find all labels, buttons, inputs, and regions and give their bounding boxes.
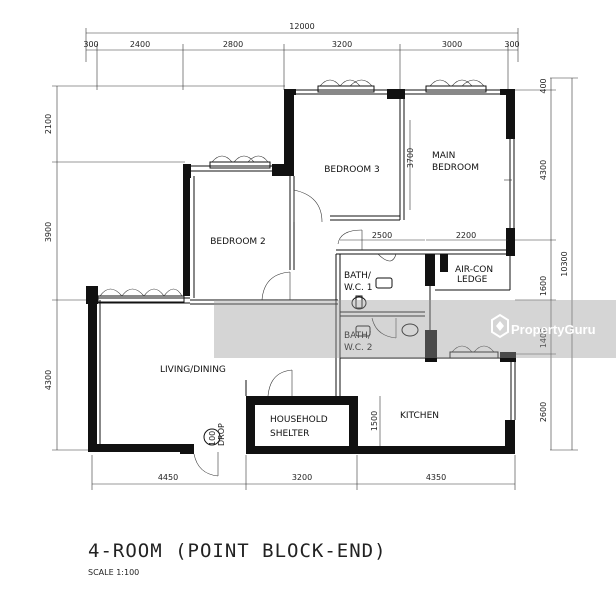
inner-dimensions: 3700 2500 2200 1500 [340,120,508,446]
label-bath1-line1: BATH/ [344,271,372,281]
label-main-bedroom-line1: MAIN [432,151,455,161]
label-bath1-line2: W.C. 1 [344,283,372,293]
label-refuse-line1: 100 [208,431,217,446]
dim-inner-3700: 3700 [406,148,415,168]
dim-bottom-2: 3200 [292,473,312,482]
right-dimensions: 10300 400 4300 1600 1400 2600 [515,77,578,451]
label-aircon-line1: AIR-CON [455,265,493,275]
watermark: PropertyGuru [214,300,616,358]
dim-right-5: 2600 [539,402,548,422]
watermark-text: PropertyGuru [511,322,596,337]
dim-inner-2500: 2500 [372,231,392,240]
label-bath2-line1: BATH/ [344,331,372,341]
dim-top-6: 300 [504,40,519,49]
dim-right-1: 400 [539,78,548,93]
dim-top-4: 3200 [332,40,352,49]
dim-top-5: 3000 [442,40,462,49]
doors [193,189,397,477]
dim-inner-2200: 2200 [456,231,476,240]
top-dimensions: 12000 300 2400 2800 3200 3000 300 [83,22,520,90]
dim-bottom-1: 4450 [158,473,178,482]
dim-left-1: 2100 [44,114,53,134]
label-bedroom-2: BEDROOM 2 [210,237,266,247]
dim-left-3: 4300 [44,370,53,390]
label-shelter-line1: HOUSEHOLD [270,415,328,425]
dim-top-1: 300 [83,40,98,49]
dim-right-3: 1600 [539,276,548,296]
dim-top-3: 2800 [223,40,243,49]
dim-top-2: 2400 [130,40,150,49]
label-living-dining: LIVING/DINING [160,365,226,375]
label-main-bedroom-line2: BEDROOM [432,163,479,173]
label-bedroom-3: BEDROOM 3 [324,165,380,175]
dim-right-outer: 10300 [560,251,569,276]
windows [97,79,499,359]
dim-right-4: 1400 [539,328,548,348]
plan-scale: SCALE 1:100 [88,568,139,577]
dim-inner-1500: 1500 [370,411,379,431]
left-dimensions: 2100 3900 4300 [44,85,285,451]
propertyguru-logo-icon [491,313,509,339]
plan-title: 4-ROOM (POINT BLOCK-END) [88,540,387,562]
dim-left-2: 3900 [44,222,53,242]
dim-bottom-3: 4350 [426,473,446,482]
dim-right-2: 4300 [539,160,548,180]
label-shelter-line2: SHELTER [270,429,309,439]
bottom-dimensions: 4450 3200 4350 [91,455,516,490]
label-aircon-line2: LEDGE [457,275,488,285]
label-kitchen: KITCHEN [400,411,439,421]
dim-top-total: 12000 [289,22,314,31]
label-refuse-line2: DROP [217,423,226,446]
room-labels: BEDROOM 3 MAIN BEDROOM BEDROOM 2 BATH/ W… [160,151,493,446]
walls [86,89,516,454]
fixtures [203,179,512,446]
label-bath2-line2: W.C. 2 [344,343,372,353]
